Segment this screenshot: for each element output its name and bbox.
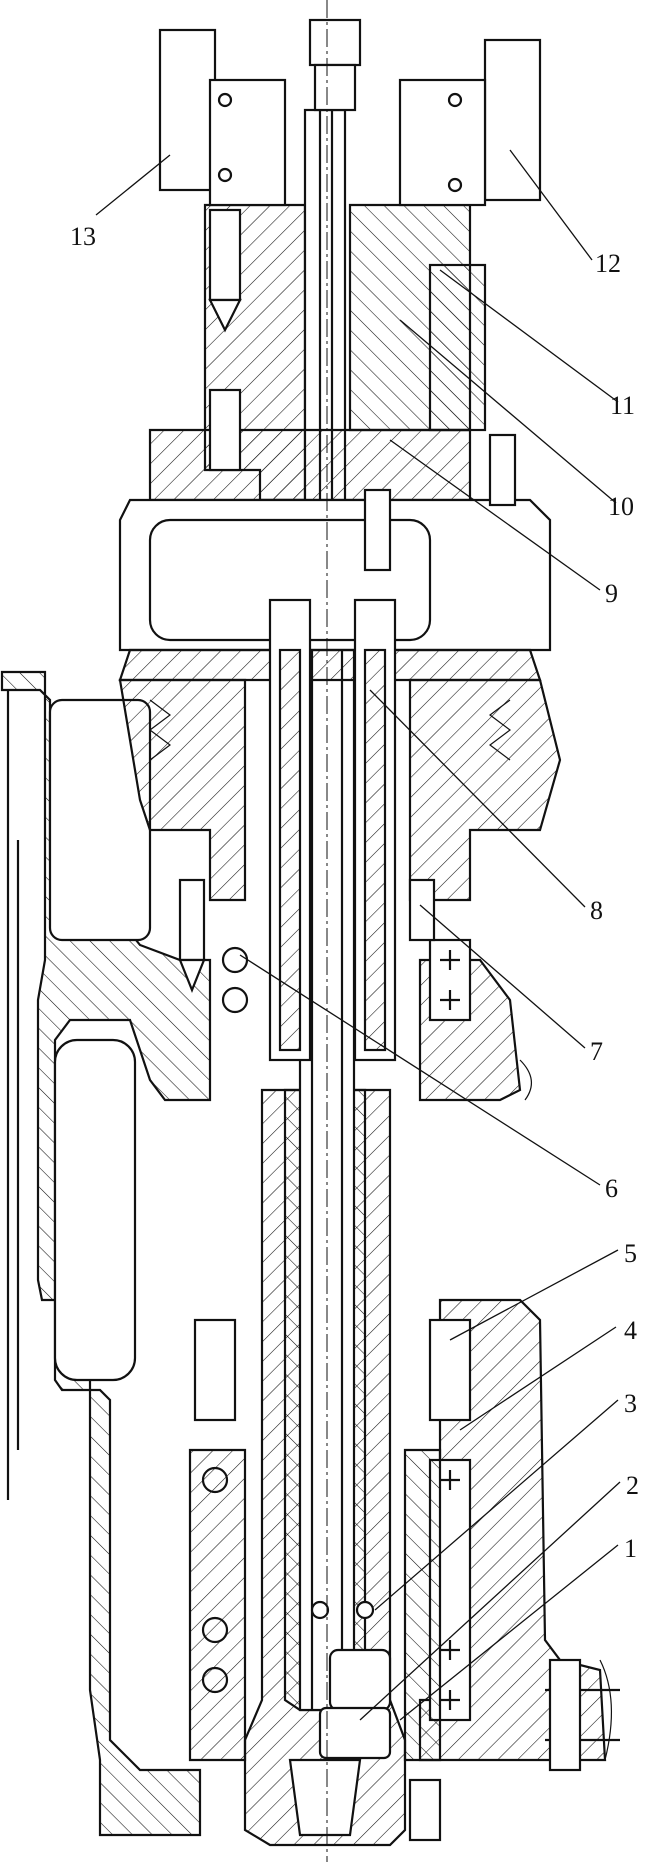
callout-7: 7 bbox=[590, 1037, 603, 1066]
upper-cylinder bbox=[148, 108, 487, 512]
piston-housing bbox=[118, 498, 562, 902]
callout-12: 12 bbox=[595, 249, 621, 278]
callout-2: 2 bbox=[626, 1471, 639, 1500]
callout-6: 6 bbox=[605, 1174, 618, 1203]
callout-4: 4 bbox=[624, 1316, 637, 1345]
callout-10: 10 bbox=[608, 492, 634, 521]
callout-labels: 1 2 3 4 5 6 7 8 9 10 11 12 13 bbox=[70, 222, 639, 1563]
callout-1: 1 bbox=[624, 1534, 637, 1563]
callout-9: 9 bbox=[605, 579, 618, 608]
callout-13: 13 bbox=[70, 222, 96, 251]
callout-5: 5 bbox=[624, 1239, 637, 1268]
screws bbox=[178, 208, 582, 1842]
callout-11: 11 bbox=[610, 391, 635, 420]
top-components bbox=[158, 18, 542, 572]
leader-lines bbox=[95, 149, 621, 1721]
callout-3: 3 bbox=[624, 1389, 637, 1418]
bearing-sleeve bbox=[268, 598, 397, 1062]
housing-left bbox=[0, 670, 212, 1837]
lower-housing bbox=[188, 1318, 472, 1762]
callout-8: 8 bbox=[590, 896, 603, 925]
